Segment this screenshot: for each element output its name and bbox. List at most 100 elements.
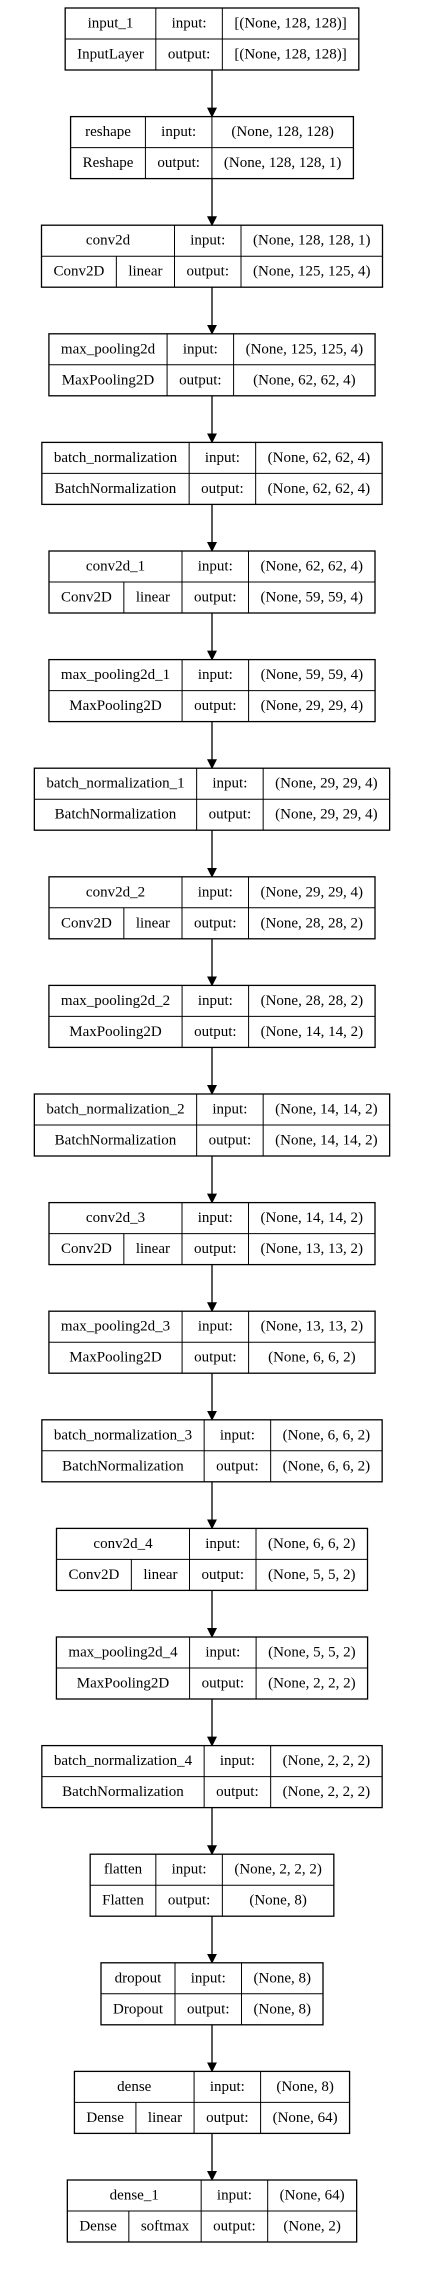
layer-type: Dense — [86, 2110, 124, 2126]
layer-type: MaxPooling2D — [62, 372, 155, 388]
output-label: output: — [194, 1024, 237, 1040]
layer-name: conv2d_4 — [93, 1536, 153, 1552]
input-shape: (None, 13, 13, 2) — [261, 1319, 363, 1335]
layer-name: input_1 — [88, 16, 134, 32]
input-label: input: — [190, 233, 225, 249]
layer-name: batch_normalization_4 — [54, 1753, 193, 1769]
layer-type: InputLayer — [77, 47, 144, 63]
layer-name: conv2d — [86, 233, 131, 249]
input-shape: (None, 14, 14, 2) — [261, 1210, 363, 1226]
output-shape: (None, 2, 2, 2) — [268, 1676, 355, 1692]
layer-node: batch_normalization_2BatchNormalizationi… — [33, 1093, 391, 1157]
output-label: output: — [209, 1133, 252, 1149]
output-label: output: — [216, 1784, 259, 1800]
layer-name: batch_normalization_3 — [54, 1427, 192, 1443]
input-shape: (None, 8) — [276, 2079, 333, 2095]
input-shape: (None, 28, 28, 2) — [261, 993, 363, 1009]
layer-name: dense_1 — [110, 2188, 159, 2204]
output-shape: (None, 62, 62, 4) — [268, 481, 370, 497]
input-label: input: — [220, 1753, 255, 1769]
layer-activation: linear — [128, 264, 162, 280]
output-shape: [(None, 128, 128)] — [234, 47, 346, 63]
layer-type: MaxPooling2D — [77, 1676, 170, 1692]
input-label: input: — [198, 559, 233, 575]
output-label: output: — [206, 2110, 249, 2126]
input-shape: (None, 62, 62, 4) — [268, 450, 370, 466]
layer-name: batch_normalization — [54, 450, 178, 466]
input-label: input: — [210, 2079, 245, 2095]
input-shape: (None, 2, 2, 2) — [234, 1862, 321, 1878]
input-label: input: — [198, 667, 233, 683]
layer-name: max_pooling2d_4 — [68, 1645, 178, 1661]
layer-name: max_pooling2d_1 — [61, 667, 170, 683]
output-label: output: — [213, 2219, 256, 2235]
output-label: output: — [179, 372, 222, 388]
input-shape: (None, 62, 62, 4) — [261, 559, 363, 575]
output-label: output: — [194, 1350, 237, 1366]
input-label: input: — [191, 1970, 226, 1986]
layer-node: max_pooling2d_1MaxPooling2Dinput:output:… — [48, 658, 376, 723]
input-label: input: — [220, 1427, 255, 1443]
layer-name: max_pooling2d — [61, 341, 156, 357]
output-shape: (None, 14, 14, 2) — [261, 1024, 363, 1040]
input-label: input: — [172, 16, 207, 32]
layer-type: BatchNormalization — [62, 1784, 184, 1800]
layer-type: MaxPooling2D — [69, 1350, 162, 1366]
input-shape: (None, 128, 128) — [231, 124, 333, 140]
output-shape: (None, 13, 13, 2) — [261, 1241, 363, 1257]
output-label: output: — [168, 47, 211, 63]
layer-activation: softmax — [141, 2219, 190, 2235]
layer-type: MaxPooling2D — [69, 1024, 162, 1040]
layer-type: Dense — [79, 2219, 117, 2235]
input-label: input: — [212, 776, 247, 792]
input-label: input: — [205, 1536, 240, 1552]
output-shape: (None, 2, 2, 2) — [283, 1784, 370, 1800]
output-label: output: — [168, 1893, 211, 1909]
layer-name: reshape — [85, 124, 131, 140]
input-shape: (None, 59, 59, 4) — [261, 667, 363, 683]
input-shape: [(None, 128, 128)] — [234, 16, 346, 32]
input-label: input: — [198, 1319, 233, 1335]
layer-type: Reshape — [83, 155, 134, 171]
layer-node: batch_normalizationBatchNormalizationinp… — [41, 441, 383, 506]
layer-type: Conv2D — [61, 915, 112, 931]
layer-activation: linear — [136, 1241, 170, 1257]
output-shape: (None, 6, 6, 2) — [283, 1458, 370, 1474]
output-label: output: — [187, 2001, 230, 2017]
layer-activation: linear — [148, 2110, 182, 2126]
output-shape: (None, 5, 5, 2) — [268, 1567, 355, 1583]
output-label: output: — [202, 1567, 245, 1583]
input-label: input: — [205, 1645, 240, 1661]
layer-name: max_pooling2d_2 — [61, 993, 170, 1009]
output-shape: (None, 14, 14, 2) — [275, 1133, 377, 1149]
layer-type: Dropout — [113, 2001, 164, 2017]
layer-name: dropout — [115, 1970, 162, 1986]
layer-node: max_pooling2dMaxPooling2Dinput:output:(N… — [48, 333, 376, 397]
input-shape: (None, 128, 128, 1) — [253, 233, 370, 249]
layer-type: BatchNormalization — [55, 1133, 177, 1149]
layer-name: batch_normalization_2 — [46, 1102, 184, 1118]
layer-activation: linear — [136, 915, 170, 931]
layer-name: conv2d_3 — [86, 1210, 145, 1226]
layer-activation: linear — [136, 590, 170, 606]
input-label: input: — [205, 450, 240, 466]
layer-type: BatchNormalization — [55, 807, 177, 823]
input-label: input: — [217, 2188, 252, 2204]
layer-name: batch_normalization_1 — [46, 776, 184, 792]
layer-node: max_pooling2d_2MaxPooling2Dinput:output:… — [48, 984, 376, 1049]
input-shape: (None, 5, 5, 2) — [268, 1645, 355, 1661]
output-shape: (None, 128, 128, 1) — [224, 155, 341, 171]
layer-node: max_pooling2d_3MaxPooling2Dinput:output:… — [48, 1310, 376, 1374]
layer-type: MaxPooling2D — [69, 698, 162, 714]
